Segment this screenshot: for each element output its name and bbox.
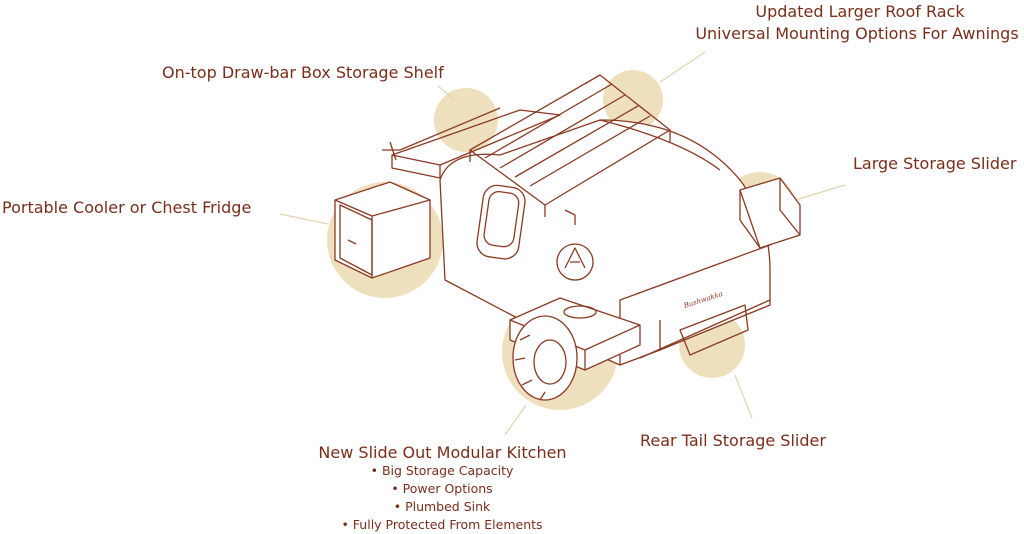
leader-rear-slider xyxy=(734,374,753,419)
trailer-body xyxy=(334,74,801,401)
leader-lines xyxy=(279,51,846,436)
kitchen-feature: • Fully Protected From Elements xyxy=(341,517,543,532)
kitchen-title: New Slide Out Modular Kitchen xyxy=(318,443,567,462)
storage-slider-label: Large Storage Slider xyxy=(853,154,1017,173)
kitchen-feature: • Plumbed Sink xyxy=(393,499,491,514)
drawbar-shelf-label: On-top Draw-bar Box Storage Shelf xyxy=(162,63,444,82)
leader-storage-slider xyxy=(794,184,846,201)
rear-slider-label: Rear Tail Storage Slider xyxy=(640,431,826,450)
leader-cooler xyxy=(279,213,329,225)
kitchen-feature: • Big Storage Capacity xyxy=(370,463,514,478)
leader-kitchen xyxy=(504,404,527,436)
leader-roof-rack xyxy=(659,51,706,83)
kitchen-feature: • Power Options xyxy=(391,481,493,496)
leader-drawbar-shelf xyxy=(437,85,456,101)
roof-rack-label-line1: Updated Larger Roof Rack xyxy=(755,2,965,21)
highlight-roof-rack xyxy=(603,70,663,130)
roof-rack-label-line2: Universal Mounting Options For Awnings xyxy=(695,24,1019,43)
highlight-drawbar-shelf xyxy=(434,88,498,152)
cooler-label: Portable Cooler or Chest Fridge xyxy=(2,198,252,217)
